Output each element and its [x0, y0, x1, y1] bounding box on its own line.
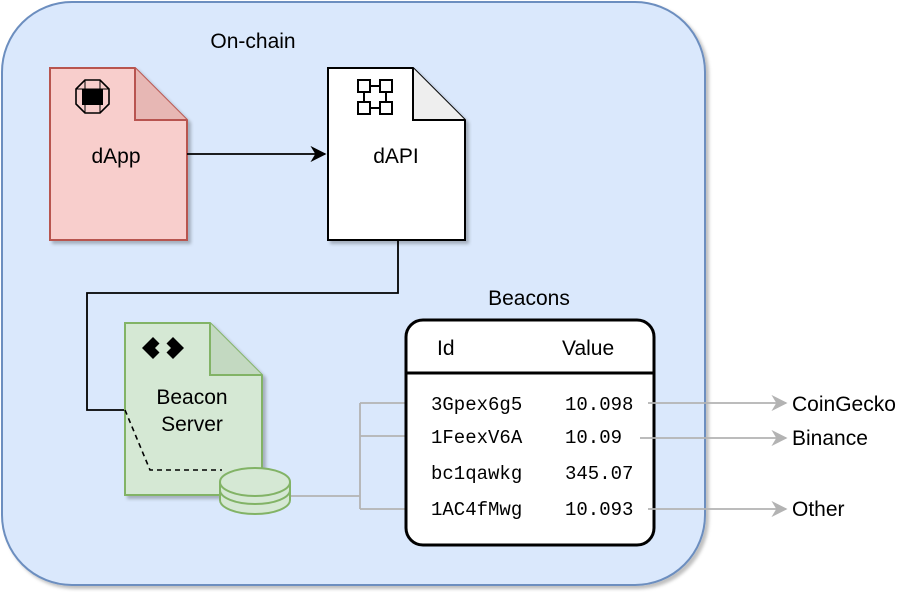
source-other: Other [792, 498, 845, 521]
beacons-table: Beacons Id Value 3Gpex6g5 10.098 1FeexV6… [404, 287, 656, 547]
on-chain-title: On-chain [210, 30, 295, 53]
window-cube-icon [75, 79, 110, 114]
api3-diamonds-icon [142, 337, 184, 359]
beacon-id: 1FeexV6A [431, 427, 523, 449]
beacon-server-to-database-dashed-line [124, 409, 222, 471]
dapp-node[interactable]: dApp [49, 67, 188, 241]
beacon-id: bc1qawkg [431, 463, 522, 485]
table-row: 1AC4fMwg 10.093 [431, 499, 633, 521]
beacon-value: 10.098 [565, 394, 633, 416]
beacons-title: Beacons [488, 287, 570, 310]
column-header-id: Id [437, 337, 455, 360]
beacon-id: 1AC4fMwg [431, 499, 522, 521]
dapp-label: dApp [91, 145, 140, 168]
beacon-value: 345.07 [565, 463, 633, 485]
table-row: 3Gpex6g5 10.098 [431, 394, 633, 416]
beacon-server-label-line2: Server [161, 413, 223, 436]
database-cylinder-icon [219, 467, 291, 515]
table-row: 1FeexV6A 10.09 [431, 427, 622, 449]
source-arrows [640, 394, 788, 518]
beacon-id: 3Gpex6g5 [431, 394, 522, 416]
source-coingecko: CoinGecko [792, 393, 896, 416]
dapi-node[interactable]: dAPI [327, 67, 466, 241]
network-nodes-icon [357, 79, 393, 115]
table-row: bc1qawkg 345.07 [431, 463, 633, 485]
dapi-to-beacon-server-line [86, 240, 399, 411]
dapi-label: dAPI [373, 145, 419, 168]
beacon-server-node[interactable]: Beacon Server [124, 322, 263, 496]
beacon-value: 10.09 [565, 427, 622, 449]
beacon-server-label-line1: Beacon [156, 386, 227, 409]
beacon-value: 10.093 [565, 499, 633, 521]
column-header-value: Value [562, 337, 614, 360]
source-binance: Binance [792, 427, 868, 450]
